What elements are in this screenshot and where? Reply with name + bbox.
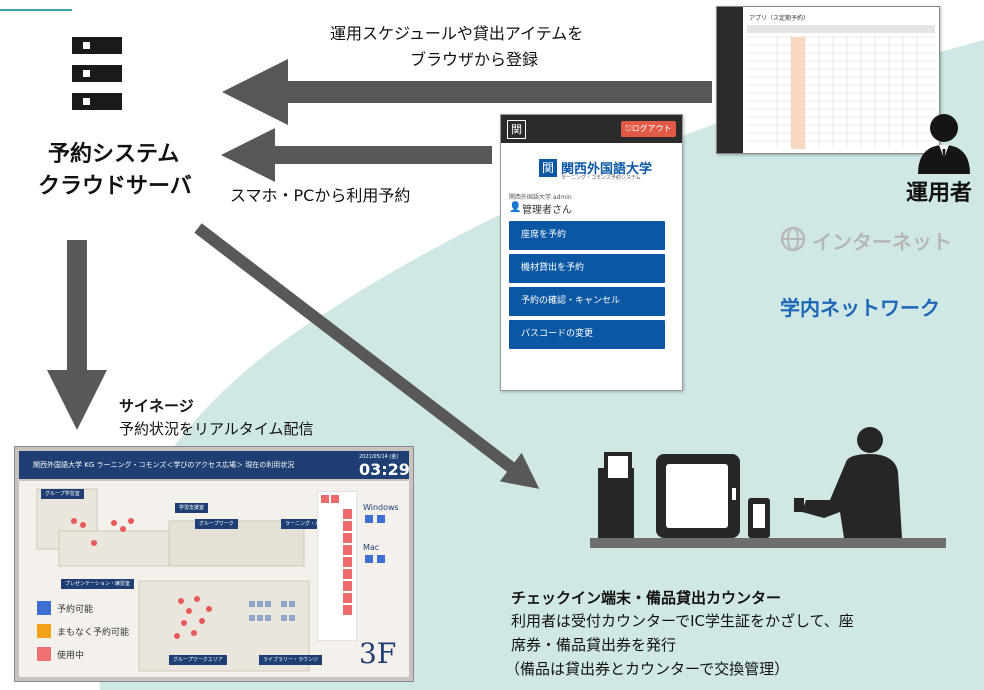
university-name: 関西外国語大学 xyxy=(561,162,653,177)
user-name: 管理者さん xyxy=(522,205,572,216)
admin-app-sidebar xyxy=(717,7,743,153)
legend-available-label: 予約可能 xyxy=(57,605,94,615)
counter-top xyxy=(590,538,946,548)
phone-mockup: 関 ⎋ログアウト 関 関西外国語大学 ラーニング・コモンズ予約システム 関西外国… xyxy=(500,114,683,391)
admin-app-title: アプリ（ス定期予約） xyxy=(749,15,810,22)
mac-label: Mac xyxy=(363,543,380,552)
top-left-accent xyxy=(0,0,72,10)
zone-label-learning-room: ラーニング・ルーム xyxy=(281,519,334,529)
counter-person-body xyxy=(802,454,902,538)
signage-floor-panel: グループ学習室 学習支援室 グループワーク ラーニング・ルーム プレゼンテーショ… xyxy=(19,481,409,677)
server-title-line1: 予約システム xyxy=(48,142,180,167)
signage-date: 2021/05/14 (金) xyxy=(359,454,399,460)
menu-reserve-equipment[interactable]: 機材貸出を予約 xyxy=(509,254,665,283)
admin-app-grid xyxy=(747,25,935,149)
seat-column xyxy=(317,491,357,641)
windows-label: Windows xyxy=(363,503,399,512)
signage-screen: 関西外国語大学 KG ラーニング・コモンズ＜学びのアクセス広場＞ 現在の利用状況… xyxy=(14,446,414,682)
legend-available-swatch xyxy=(37,601,51,615)
counter-line2: 席券・備品貸出券を発行 xyxy=(511,636,677,654)
logout-icon: ⎋ xyxy=(625,124,632,133)
kgu-brand-logo-icon: 関 xyxy=(539,159,557,177)
logout-label: ログアウト xyxy=(631,124,672,133)
signage-title: サイネージ xyxy=(119,397,194,415)
kgu-logo-icon: 関 xyxy=(507,120,526,139)
user-line: 関西外国語大学 admin xyxy=(509,194,572,201)
zone-label-group-study: グループ学習室 xyxy=(41,489,84,499)
legend-in-use-label: 使用中 xyxy=(57,651,85,661)
counter-title: チェックイン端末・備品貸出カウンター xyxy=(511,589,782,607)
server-title-line2: クラウドサーバ xyxy=(38,174,192,199)
zone-label-library-lounge: ライブラリー・ラウンジ xyxy=(259,655,323,665)
globe-icon xyxy=(780,226,806,256)
menu-reserve-seat[interactable]: 座席を予約 xyxy=(509,221,665,250)
counter-illustration xyxy=(590,427,946,548)
zone-label-group-work-area: グループワークエリア xyxy=(169,655,227,665)
zone-label-group-work: グループワーク xyxy=(195,519,238,529)
legend-soon-swatch xyxy=(37,624,51,638)
phone-header: 関 ⎋ログアウト xyxy=(501,115,682,143)
signage-time: 03:29 xyxy=(359,460,410,479)
counter-line3: （備品は貸出券とカウンターで交換管理） xyxy=(505,660,790,678)
system-subtitle: ラーニング・コモンズ予約システム xyxy=(561,175,641,181)
admin-app-screenshot: アプリ（ス定期予約） xyxy=(716,6,940,154)
internet-label: インターネット xyxy=(812,230,952,254)
admin-arrow-caption-line1: 運用スケジュールや貸出アイテムを xyxy=(330,24,584,43)
counter-line1: 利用者は受付カウンターでIC学生証をかざして、座 xyxy=(511,612,854,630)
menu-check-cancel[interactable]: 予約の確認・キャンセル xyxy=(509,287,665,316)
arrow-server-to-counter xyxy=(194,223,540,489)
menu-change-passcode[interactable]: パスコードの変更 xyxy=(509,320,665,349)
signage-header-bar: 関西外国語大学 KG ラーニング・コモンズ＜学びのアクセス広場＞ 現在の利用状況… xyxy=(19,451,410,479)
legend-soon-label: まもなく予約可能 xyxy=(57,628,130,638)
zone-label-support: 学習支援室 xyxy=(175,503,209,513)
counter-person-head xyxy=(857,427,883,453)
signage-header-title: 関西外国語大学 KG ラーニング・コモンズ＜学びのアクセス広場＞ 現在の利用状況 xyxy=(33,461,295,469)
user-icon: 👤 xyxy=(509,202,522,213)
admin-arrow-caption-line2: ブラウザから登録 xyxy=(410,50,539,69)
campus-network-label: 学内ネットワーク xyxy=(780,296,940,320)
floor-number: 3F xyxy=(359,637,397,670)
user-arrow-caption: スマホ・PCから利用予約 xyxy=(230,186,411,205)
admin-person-icon xyxy=(918,114,970,174)
signage-description: 予約状況をリアルタイム配信 xyxy=(119,420,314,438)
zone-label-presentation: プレゼンテーション・練習室 xyxy=(61,579,134,589)
admin-label: 運用者 xyxy=(906,181,973,206)
checkin-terminal-screen xyxy=(604,452,632,482)
logout-button[interactable]: ⎋ログアウト xyxy=(621,121,676,137)
legend-in-use-swatch xyxy=(37,647,51,661)
